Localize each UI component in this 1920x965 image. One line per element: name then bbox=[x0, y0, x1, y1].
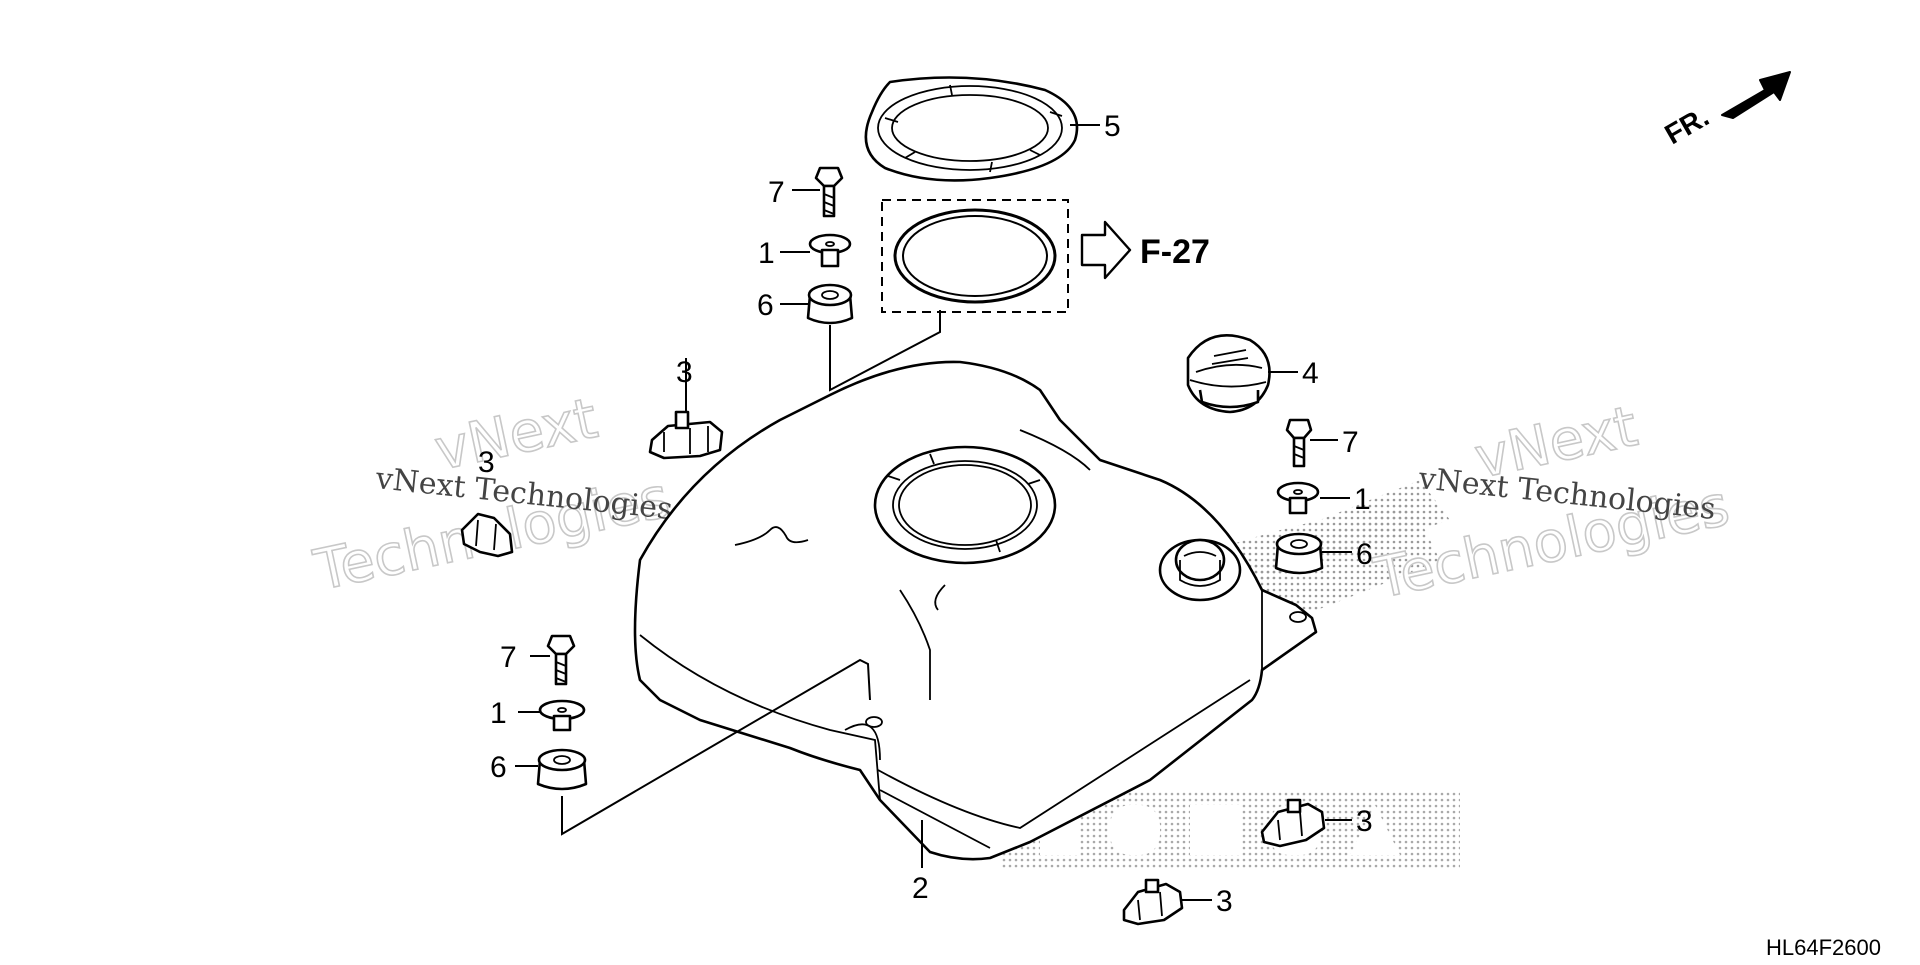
part-fuel-tank bbox=[633, 360, 1318, 861]
leader-lines bbox=[515, 124, 1352, 901]
callout-2: 2 bbox=[912, 872, 929, 905]
part-bolt-right bbox=[1285, 418, 1313, 468]
part-grommet-top bbox=[806, 283, 854, 325]
callout-1-top: 1 bbox=[758, 237, 775, 270]
callout-3-left: 3 bbox=[676, 356, 693, 389]
callout-1-left: 1 bbox=[490, 697, 507, 730]
reference-arrow-icon bbox=[1080, 220, 1132, 280]
part-collar-top bbox=[808, 233, 852, 268]
callout-3-bottom: 3 bbox=[1216, 885, 1233, 918]
front-direction-arrow-icon: FR. bbox=[1660, 71, 1791, 150]
reference-box-o-ring: F-27 bbox=[881, 199, 1210, 313]
callout-3-left-obscured: 3 bbox=[478, 446, 495, 479]
part-fuel-cap bbox=[1186, 334, 1271, 414]
callout-1-right: 1 bbox=[1354, 483, 1371, 516]
callout-4: 4 bbox=[1302, 357, 1319, 390]
part-fuel-pump-plate bbox=[864, 76, 1079, 182]
callout-7-left: 7 bbox=[500, 641, 517, 674]
part-collar-right bbox=[1276, 481, 1320, 515]
callout-3-right: 3 bbox=[1356, 805, 1373, 838]
watermark-left-line1: vNext bbox=[429, 386, 603, 484]
callout-5: 5 bbox=[1104, 110, 1121, 143]
part-clip-bottom bbox=[1122, 878, 1184, 926]
part-clip-left-obscured bbox=[460, 512, 514, 558]
callout-7-right: 7 bbox=[1342, 426, 1359, 459]
part-grommet-right bbox=[1274, 532, 1324, 575]
diagram-code: HL64F2600 bbox=[1766, 935, 1881, 960]
reference-page-label: F-27 bbox=[1140, 233, 1210, 271]
part-collar-left bbox=[538, 699, 586, 732]
callout-numbers: 5 7 1 6 3 3 4 7 1 6 7 1 6 2 3 3 bbox=[478, 110, 1373, 918]
callout-6-top: 6 bbox=[757, 289, 774, 322]
part-bolt-top bbox=[814, 166, 844, 218]
part-bolt-left bbox=[546, 634, 576, 686]
part-grommet-left bbox=[536, 748, 588, 791]
watermark-left: vNext Technologies vNext Technologies bbox=[308, 385, 676, 604]
part-clip-right bbox=[1260, 798, 1326, 848]
part-clip-left bbox=[648, 410, 724, 460]
callout-7-top: 7 bbox=[768, 176, 785, 209]
callout-6-right: 6 bbox=[1356, 538, 1373, 571]
front-direction-label: FR. bbox=[1660, 101, 1715, 150]
callout-6-left: 6 bbox=[490, 751, 507, 784]
